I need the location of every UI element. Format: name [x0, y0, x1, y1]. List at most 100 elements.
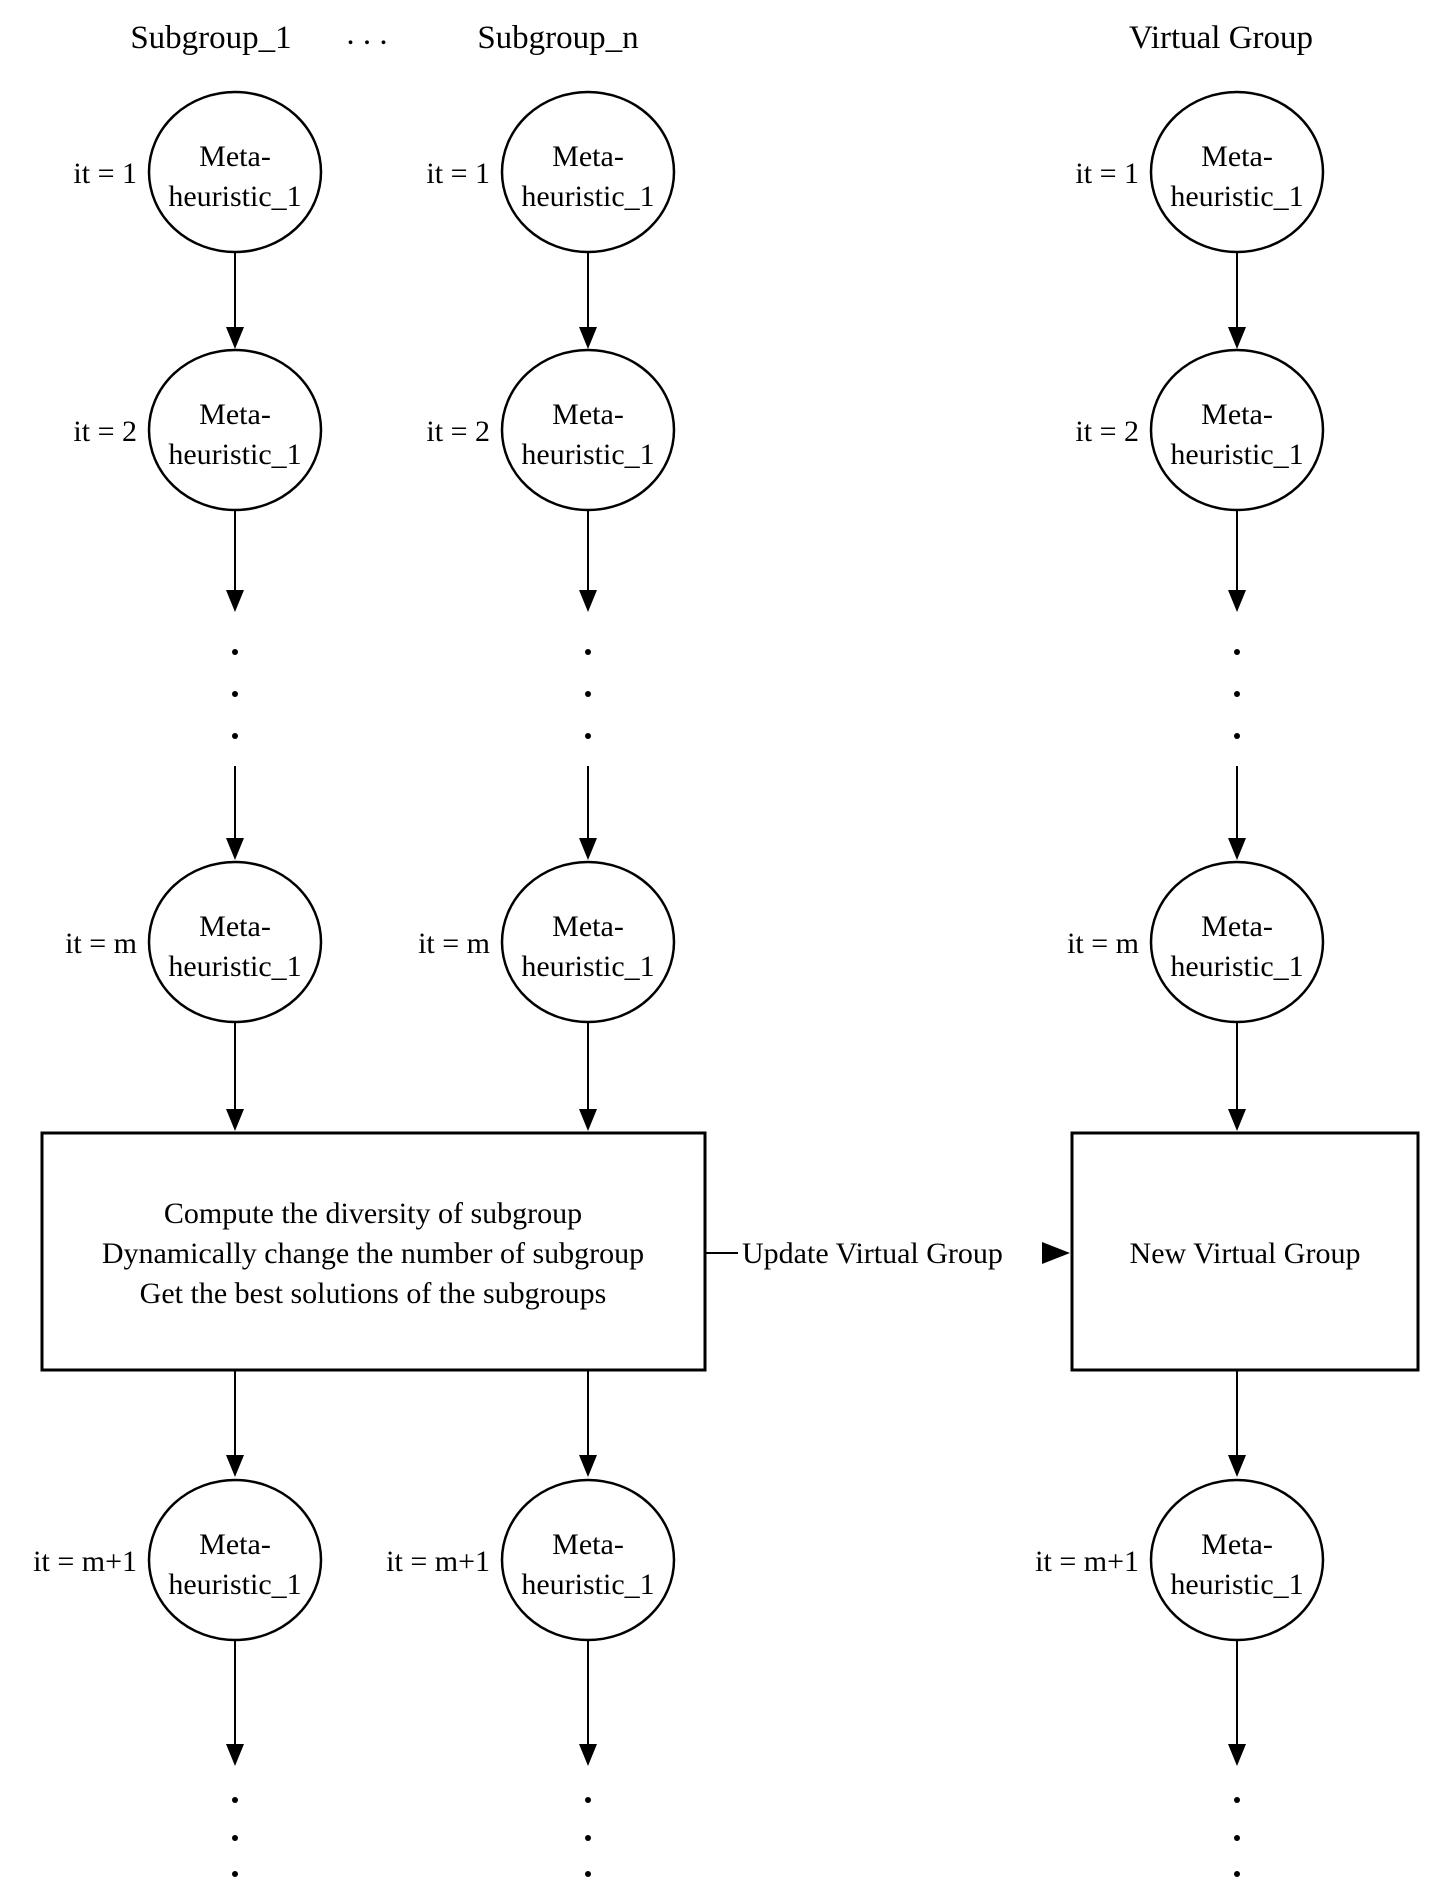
column-title-subgroup-n: Subgroup_n	[477, 20, 638, 56]
flow-arrow	[579, 1640, 597, 1766]
dot	[232, 691, 238, 697]
continuation-dots	[232, 1797, 238, 1877]
metaheuristic-line2: heuristic_1	[1170, 1568, 1303, 1601]
iteration-label: it = 2	[426, 415, 490, 448]
dot	[232, 1797, 238, 1803]
dot	[1234, 649, 1240, 655]
metaheuristic-line2: heuristic_1	[168, 1568, 301, 1601]
metaheuristic-line1: Meta-	[1201, 398, 1273, 431]
continuation-dots	[585, 649, 591, 739]
iteration-label: it = 2	[73, 415, 137, 448]
flow-arrow	[226, 1640, 244, 1766]
arrow-head	[1228, 590, 1246, 612]
flow-arrow	[226, 1022, 244, 1131]
column-subgroup-1-bottom: it = m+1 Meta- heuristic_1	[33, 1370, 323, 1877]
arrow-head	[226, 1455, 244, 1477]
flow-arrow	[226, 1370, 244, 1477]
dot	[232, 1835, 238, 1841]
flow-arrow	[1228, 1022, 1246, 1131]
node-virtualgroup-it2: it = 2 Meta- heuristic_1	[1075, 348, 1325, 512]
dot	[1234, 691, 1240, 697]
column-virtual-group: it = 1 Meta- heuristic_1 it = 2 Meta- he…	[1067, 90, 1325, 1131]
node-subgroup1-itm1: it = m+1 Meta- heuristic_1	[33, 1478, 323, 1642]
dot	[585, 1797, 591, 1803]
update-virtual-group-arrow: Update Virtual Group	[705, 1237, 1070, 1270]
metaheuristic-line2: heuristic_1	[521, 950, 654, 983]
metaheuristic-line1: Meta-	[1201, 910, 1273, 943]
metaheuristic-line2: heuristic_1	[168, 438, 301, 471]
flow-arrow	[226, 766, 244, 860]
dot	[1234, 1871, 1240, 1877]
iteration-label: it = m+1	[1035, 1545, 1139, 1578]
column-virtual-group-bottom: it = m+1 Meta- heuristic_1	[1035, 1370, 1325, 1877]
new-virtual-group-box: New Virtual Group	[1070, 1131, 1420, 1372]
new-virtual-group-rect	[1070, 1131, 1420, 1372]
continuation-dots	[1234, 649, 1240, 739]
node-subgroup1-it2: it = 2 Meta- heuristic_1	[73, 348, 323, 512]
flow-arrow	[1228, 1370, 1246, 1477]
metaheuristic-line2: heuristic_1	[1170, 950, 1303, 983]
arrow-head	[579, 1744, 597, 1766]
dot	[232, 649, 238, 655]
metaheuristic-line1: Meta-	[199, 910, 271, 943]
flow-arrow	[579, 1370, 597, 1477]
metaheuristic-line1: Meta-	[1201, 140, 1273, 173]
continuation-dots	[1234, 1797, 1240, 1877]
iteration-label: it = m+1	[33, 1545, 137, 1578]
box-line-2: Dynamically change the number of subgrou…	[102, 1237, 644, 1270]
arrow-head-right	[1042, 1242, 1070, 1264]
subgroup-operations-box: Compute the diversity of subgroup Dynami…	[40, 1131, 707, 1372]
dot	[585, 733, 591, 739]
node-virtualgroup-itm: it = m Meta- heuristic_1	[1067, 860, 1325, 1024]
iteration-label: it = 1	[1075, 157, 1139, 190]
iteration-label: it = m	[418, 927, 490, 960]
node-subgroupn-itm1: it = m+1 Meta- heuristic_1	[386, 1478, 676, 1642]
metaheuristic-line1: Meta-	[552, 910, 624, 943]
arrow-head	[1228, 1109, 1246, 1131]
dot	[585, 649, 591, 655]
iteration-label: it = m	[1067, 927, 1139, 960]
continuation-dots	[232, 649, 238, 739]
metaheuristic-line2: heuristic_1	[1170, 438, 1303, 471]
flow-arrow	[226, 252, 244, 349]
metaheuristic-line1: Meta-	[199, 140, 271, 173]
dot	[232, 733, 238, 739]
node-subgroupn-it2: it = 2 Meta- heuristic_1	[426, 348, 676, 512]
flow-arrow	[579, 766, 597, 860]
flow-arrow	[1228, 510, 1246, 612]
metaheuristic-line1: Meta-	[552, 398, 624, 431]
node-subgroup1-itm: it = m Meta- heuristic_1	[65, 860, 323, 1024]
iteration-label: it = 1	[73, 157, 137, 190]
arrow-head	[1228, 1744, 1246, 1766]
arrow-head	[1228, 838, 1246, 860]
column-title-ellipsis: . . .	[346, 16, 387, 52]
metaheuristic-line1: Meta-	[552, 140, 624, 173]
flow-arrow	[1228, 252, 1246, 349]
dot	[1234, 733, 1240, 739]
arrow-head	[579, 590, 597, 612]
arrow-head	[579, 327, 597, 349]
column-subgroup-1: it = 1 Meta- heuristic_1 it = 2 Meta- he…	[65, 90, 323, 1131]
dot	[585, 1835, 591, 1841]
flow-arrow	[1228, 766, 1246, 860]
column-subgroup-n: it = 1 Meta- heuristic_1 it = 2 Meta- he…	[418, 90, 676, 1131]
iteration-label: it = 2	[1075, 415, 1139, 448]
new-virtual-group-label: New Virtual Group	[1130, 1237, 1361, 1270]
metaheuristic-line1: Meta-	[199, 1528, 271, 1561]
column-title-virtual-group: Virtual Group	[1129, 20, 1313, 56]
dot	[585, 691, 591, 697]
node-virtualgroup-it1: it = 1 Meta- heuristic_1	[1075, 90, 1325, 254]
metaheuristic-line2: heuristic_1	[521, 438, 654, 471]
arrow-head	[579, 838, 597, 860]
flow-arrow	[579, 1022, 597, 1131]
metaheuristic-line1: Meta-	[199, 398, 271, 431]
box-line-3: Get the best solutions of the subgroups	[140, 1277, 607, 1310]
arrow-head	[226, 327, 244, 349]
metaheuristic-line2: heuristic_1	[521, 180, 654, 213]
arrow-head	[226, 1109, 244, 1131]
metaheuristic-line2: heuristic_1	[168, 950, 301, 983]
arrow-head	[579, 1109, 597, 1131]
flow-arrow	[226, 510, 244, 612]
